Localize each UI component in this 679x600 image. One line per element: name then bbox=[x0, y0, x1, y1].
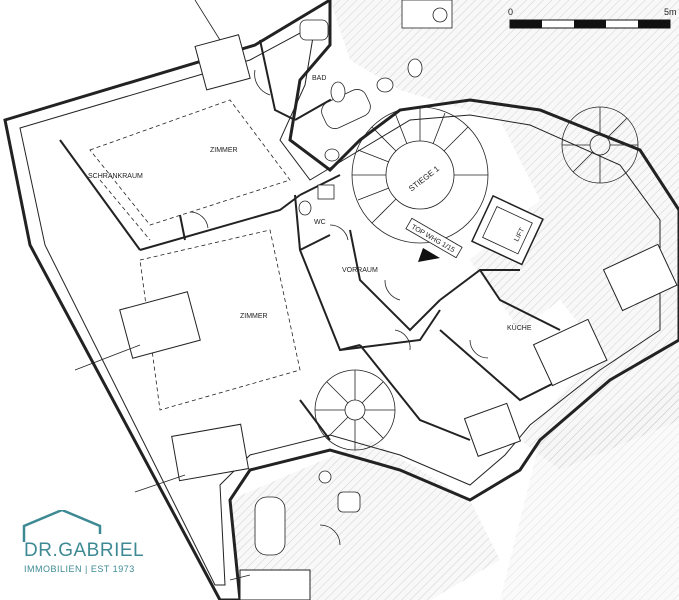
neighbour-area-right-strip bbox=[500, 380, 679, 600]
entrance-arrow bbox=[418, 248, 440, 262]
scale-start-label: 0 bbox=[508, 7, 513, 17]
logo-tagline: IMMOBILIEN | EST 1973 bbox=[24, 564, 135, 574]
neighbour-area-bottom bbox=[230, 440, 500, 600]
bathroom-fixtures bbox=[254, 0, 453, 556]
logo-brand: DR.GABRIEL bbox=[24, 540, 145, 561]
room-label-bad: BAD bbox=[312, 75, 326, 82]
scale-end-label: 5m bbox=[664, 7, 677, 17]
room-label-kueche: KÜCHE bbox=[507, 324, 532, 332]
outer-wall bbox=[3, 0, 679, 600]
section-lines bbox=[74, 0, 251, 581]
room-label-vorraum: VORRAUM bbox=[342, 267, 378, 274]
staircase-neighbour bbox=[561, 106, 639, 184]
scale-bar: 0 5m bbox=[508, 7, 677, 29]
door-swings bbox=[189, 69, 489, 546]
room-label-zimmer-top: ZIMMER bbox=[210, 147, 238, 154]
staircase-spiral bbox=[314, 369, 396, 451]
dashed-guides bbox=[89, 99, 301, 411]
stair-label: STIEGE 1 bbox=[407, 164, 441, 194]
house-roof-icon bbox=[22, 510, 102, 542]
room-label-zimmer-main: ZIMMER bbox=[240, 313, 268, 320]
window-elements bbox=[119, 34, 678, 600]
unit-tag-box bbox=[405, 217, 463, 259]
lift-shaft bbox=[470, 194, 544, 266]
company-logo: DR.GABRIEL IMMOBILIEN | EST 1973 bbox=[18, 510, 158, 580]
room-label-schrankraum: SCHRANKRAUM bbox=[88, 173, 143, 180]
unit-tag: TOP WHG 1/15 bbox=[410, 224, 456, 254]
room-label-wc: WC bbox=[314, 219, 326, 226]
inner-wall-line bbox=[19, 24, 661, 586]
partition-walls bbox=[59, 39, 561, 441]
staircase-main bbox=[351, 106, 489, 244]
neighbour-area-top-right bbox=[310, 0, 679, 470]
